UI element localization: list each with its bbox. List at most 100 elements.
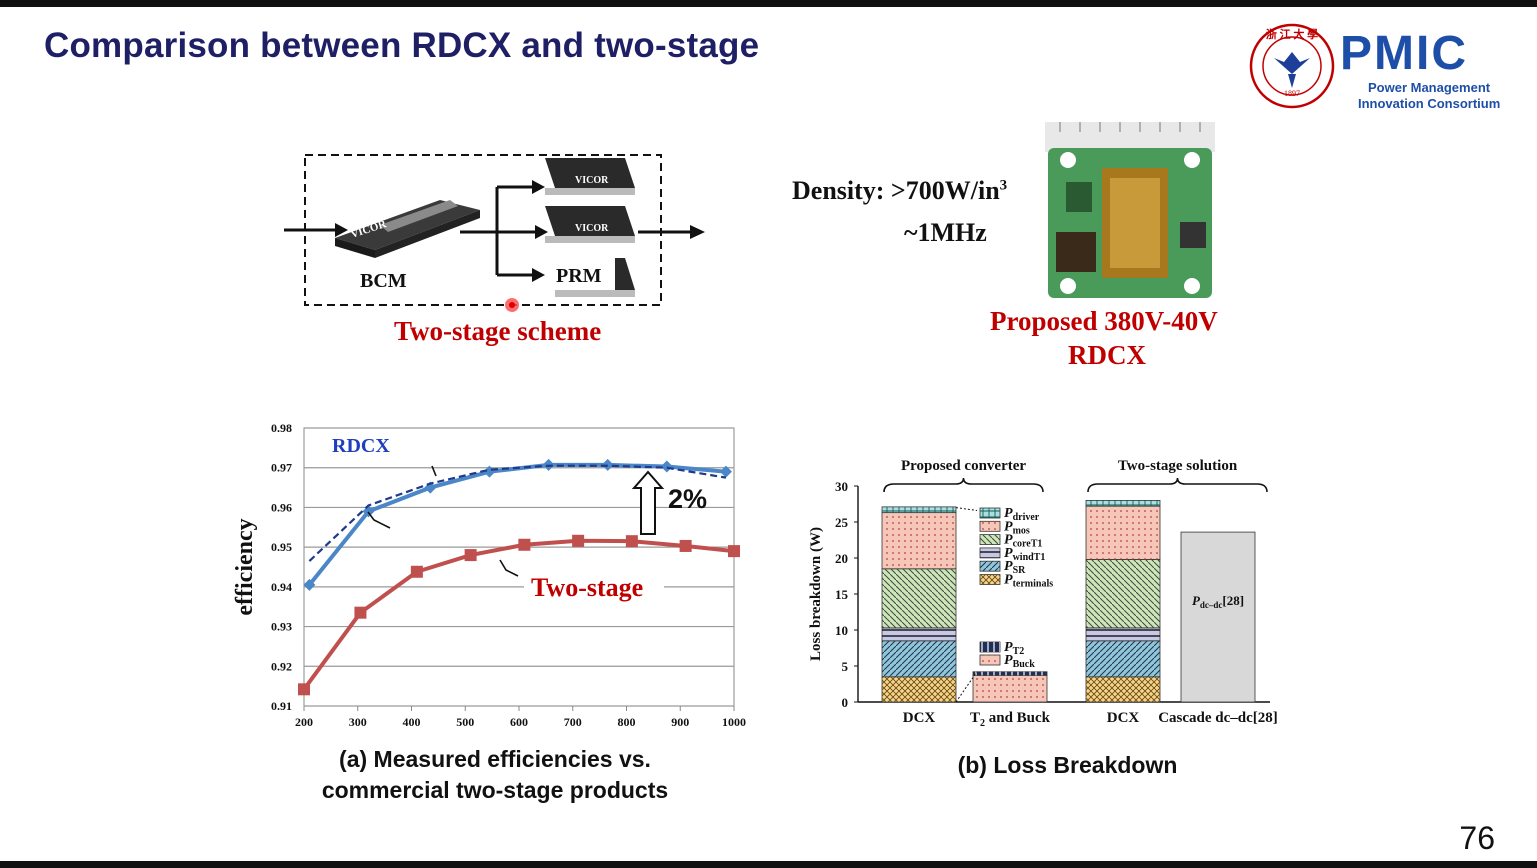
gain-annotation: 2%	[668, 484, 707, 514]
category-label: Cascade dc–dc[28]	[1158, 710, 1278, 726]
y-axis-label: Loss breakdown (W)	[808, 527, 824, 661]
rdcx-point	[424, 481, 437, 494]
prm-module-icon	[555, 258, 635, 297]
bar-pattern	[882, 640, 956, 677]
group-brace	[1087, 477, 1268, 493]
y-tick-label: 0.96	[271, 500, 292, 514]
legend-label-mos: Pmos	[1004, 519, 1030, 536]
page-number: 76	[1459, 820, 1495, 856]
legend-label-wind: PwindT1	[1004, 546, 1045, 563]
pointer-arrow-icon	[431, 465, 437, 477]
y-axis-label: efficiency	[232, 518, 258, 615]
legend-label-term: Pterminals	[1004, 573, 1053, 590]
series-line-dashed	[308, 464, 727, 562]
legend-label-t2: PT2	[1004, 640, 1024, 657]
bar-pattern	[882, 627, 956, 641]
y-tick-label: 10	[835, 623, 848, 638]
x-tick-label: 200	[295, 715, 313, 729]
rdcx-board-photo	[1045, 122, 1215, 298]
two-stage-point	[572, 534, 585, 547]
legend-label-buck: PBuck	[1004, 653, 1035, 670]
x-tick-label: 800	[618, 715, 636, 729]
caption-b: (b) Loss Breakdown	[957, 752, 1178, 778]
bar-pattern	[1086, 559, 1160, 628]
legend-two-stage: Two-stage	[531, 573, 643, 602]
svg-text:VICOR: VICOR	[575, 175, 609, 186]
legend-pattern	[980, 655, 1000, 665]
prm-label: PRM	[556, 265, 602, 287]
y-tick-label: 0	[842, 695, 849, 710]
bottom-border	[0, 861, 1537, 868]
bar-pattern	[882, 676, 956, 702]
legend-label-core: PcoreT1	[1004, 533, 1042, 550]
bar-pattern	[973, 671, 1047, 676]
bcm-label: BCM	[360, 270, 407, 292]
legend-rdcx: RDCX	[332, 435, 390, 457]
legend-pattern	[980, 521, 1000, 532]
x-tick-label: 600	[510, 715, 528, 729]
top-border	[0, 0, 1537, 7]
legend-pattern	[980, 574, 1000, 585]
two-stage-point	[298, 683, 310, 696]
two-stage-point	[625, 535, 638, 548]
logo: 1897 浙 江 大 學 PMIC Power Management Innov…	[1248, 22, 1508, 112]
rdcx-point	[660, 460, 673, 473]
category-label: T2 and Buck	[970, 710, 1051, 728]
x-tick-label: 300	[349, 715, 367, 729]
bar-pattern	[1086, 640, 1160, 677]
rdcx-caption-line2: RDCX	[1068, 340, 1146, 370]
bar-pattern	[1086, 500, 1160, 507]
y-tick-label: 0.93	[271, 620, 292, 634]
legend-pattern	[980, 508, 1000, 518]
legend-pattern	[980, 561, 1000, 572]
bar-pattern	[1086, 506, 1160, 560]
density-text: Density: >700W/in3	[792, 176, 1008, 205]
y-tick-label: 0.92	[271, 659, 292, 673]
zju-seal-icon: 1897 浙 江 大 學	[1249, 23, 1335, 109]
y-tick-label: 0.98	[271, 421, 292, 435]
gain-arrow-icon	[631, 470, 665, 535]
y-tick-label: 25	[835, 515, 849, 530]
logo-line1: Power Management	[1368, 80, 1491, 95]
x-tick-label: 500	[456, 715, 474, 729]
pointer-arrow-icon	[499, 559, 519, 577]
bar-pattern	[882, 512, 956, 569]
bar-pattern	[882, 506, 956, 513]
bar-pattern	[1086, 627, 1160, 641]
bar-pattern	[882, 568, 956, 628]
y-tick-label: 0.91	[271, 699, 292, 713]
connector-line	[955, 507, 978, 511]
seal-year: 1897	[1284, 89, 1300, 98]
two-stage-point	[410, 565, 423, 578]
legend-pattern	[980, 534, 1000, 545]
two-stage-point	[518, 538, 531, 551]
two-stage-point	[679, 539, 692, 552]
rdcx-point	[303, 578, 316, 591]
two-stage-point	[464, 549, 477, 562]
category-label: DCX	[1107, 710, 1140, 726]
frequency-text: ~1MHz	[904, 218, 987, 247]
two-stage-diagram: VICOR BCM VICOR VICOR PRM	[284, 154, 705, 312]
y-tick-label: 30	[835, 479, 848, 494]
group-label: Proposed converter	[901, 458, 1026, 474]
two-stage-point	[728, 545, 740, 558]
two-stage-point	[354, 606, 367, 619]
x-tick-label: 900	[671, 715, 689, 729]
y-tick-label: 5	[842, 659, 849, 674]
x-tick-label: 700	[564, 715, 582, 729]
legend-pattern	[980, 547, 1000, 558]
rdcx-point	[719, 465, 732, 478]
svg-text:浙 江 大 學: 浙 江 大 學	[1266, 27, 1318, 41]
legend-label-driver: Pdriver	[1004, 506, 1040, 523]
scheme-caption: Two-stage scheme	[394, 316, 602, 346]
svg-text:VICOR: VICOR	[575, 223, 609, 234]
prm-module-icon: VICOR	[545, 206, 635, 243]
y-tick-label: 15	[835, 587, 849, 602]
legend-label-sr: PSR	[1004, 559, 1026, 576]
caption-a: (a) Measured efficiencies vs. commercial…	[321, 746, 669, 803]
logo-brand: PMIC	[1340, 27, 1468, 80]
label-bg	[524, 574, 664, 600]
bar-pattern	[973, 675, 1047, 702]
